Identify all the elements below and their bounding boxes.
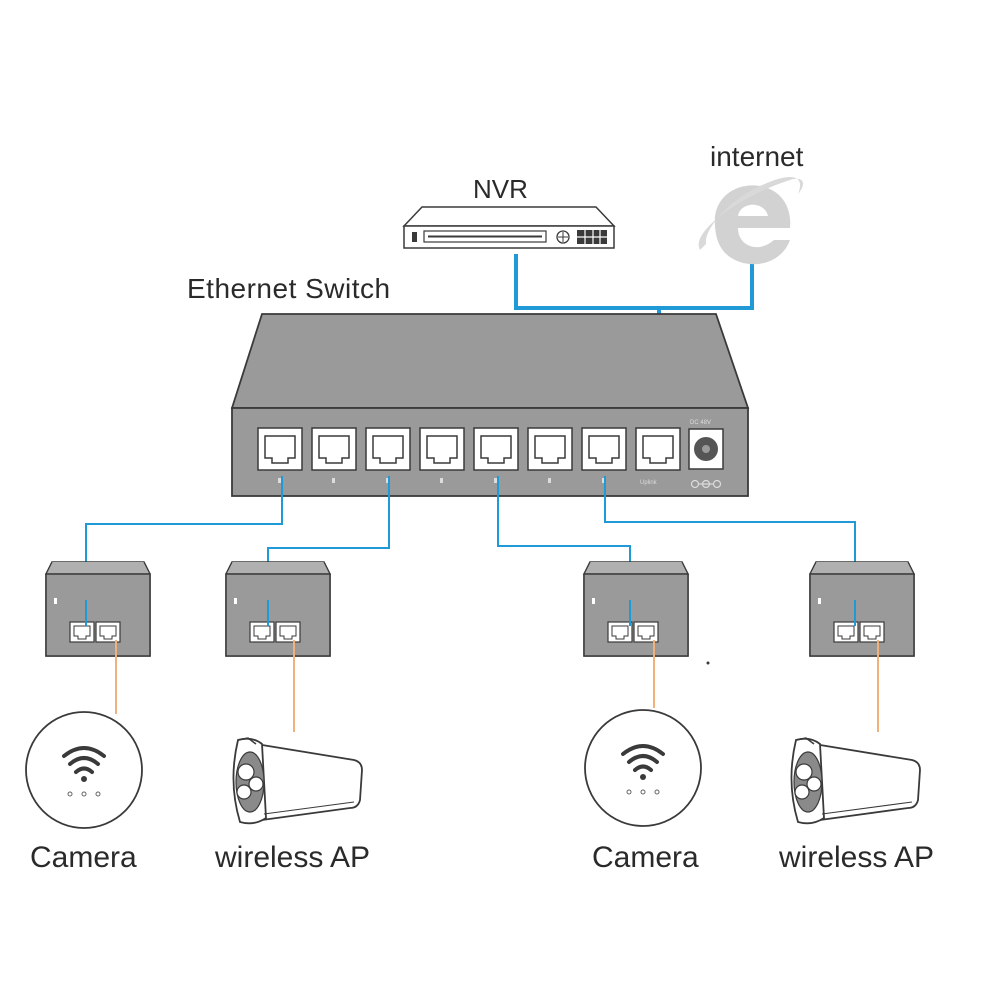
switch-port-8 xyxy=(635,427,681,471)
wireless-ap-label-2: wireless AP xyxy=(779,841,935,874)
downlink-cables xyxy=(85,476,856,626)
camera-label-1: Camera xyxy=(30,841,137,874)
stray-dot xyxy=(706,661,710,665)
bullet-camera-icon-2 xyxy=(790,737,921,825)
switch-port-7 xyxy=(581,427,627,471)
wireless-ap-label-1: wireless AP xyxy=(215,841,371,874)
poe-injector-1 xyxy=(45,561,151,657)
switch-port-5 xyxy=(473,427,519,471)
injector-cable-ends xyxy=(85,600,856,626)
bullet-camera-icon-1 xyxy=(232,737,363,825)
switch-port-6 xyxy=(527,427,573,471)
nvr-icon xyxy=(402,206,616,249)
camera-label-2: Camera xyxy=(592,841,699,874)
poe-injector-3 xyxy=(583,561,689,657)
poe-injector-2 xyxy=(225,561,331,657)
wireless-camera-icon-1 xyxy=(24,710,144,830)
power-label: DC 48V xyxy=(690,420,711,426)
ethernet-switch-icon: Uplink DC 48V xyxy=(230,313,750,497)
wireless-camera-icon-2 xyxy=(583,708,703,828)
switch-label: Ethernet Switch xyxy=(187,273,391,304)
uplink-label: Uplink xyxy=(640,480,658,486)
internet-explorer-icon xyxy=(698,176,804,265)
polarity-icon xyxy=(690,479,722,489)
switch-port-1 xyxy=(257,427,303,471)
poe-injector-4 xyxy=(809,561,915,657)
nvr-label: NVR xyxy=(473,174,528,204)
power-jack-icon xyxy=(688,428,724,470)
switch-port-4 xyxy=(419,427,465,471)
poe-cables xyxy=(115,640,879,732)
switch-port-2 xyxy=(311,427,357,471)
internet-label: internet xyxy=(710,141,804,172)
port-number-marks xyxy=(278,478,605,483)
switch-port-3 xyxy=(365,427,411,471)
